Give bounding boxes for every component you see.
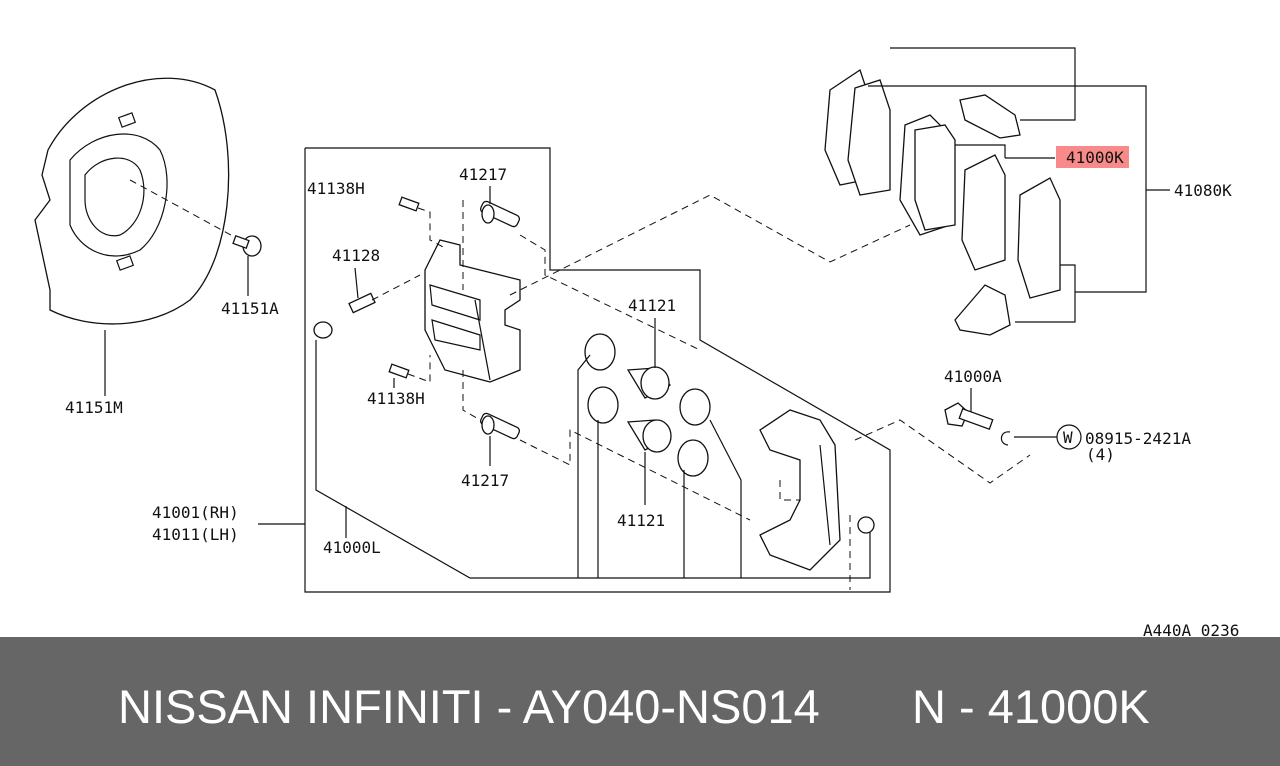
parts-diagram: 41138H 41217 41128 41151A 41151M 41121 4…: [34, 47, 1239, 637]
label-08915-2421a: 08915-2421A: [1085, 429, 1191, 448]
guide-pin-top-part: [480, 200, 520, 228]
pistons-seals-part: [584, 333, 711, 477]
label-41121-bottom: 41121: [617, 511, 665, 530]
label-41151a: 41151A: [221, 299, 279, 318]
highlight-41000k: [1056, 146, 1129, 168]
banner-title: NISSAN INFINITI - AY040-NS014: [118, 680, 820, 733]
label-41151m: 41151M: [65, 398, 123, 417]
brake-pads-part: [824, 68, 1061, 336]
label-41000l: 41000L: [323, 538, 381, 557]
bolt-41151a-part: [232, 235, 262, 257]
diagram-ref-code: A440A 0236: [1143, 621, 1239, 637]
title-banner: NISSAN INFINITI - AY040-NS014 N - 41000K: [0, 637, 1280, 766]
label-41121-top: 41121: [628, 296, 676, 315]
bolt-41000a-part: [944, 402, 994, 431]
washer-symbol-label: W: [1063, 428, 1073, 447]
label-41138h-bottom: 41138H: [367, 389, 425, 408]
label-41000a: 41000A: [944, 367, 1002, 386]
label-quantity: (4): [1086, 445, 1115, 464]
dust-shield-part: [34, 77, 241, 325]
washer-symbol-circle: [1056, 424, 1082, 450]
banner-part-number: N - 41000K: [912, 680, 1150, 733]
guide-pin-bottom-part: [480, 412, 520, 440]
label-41000k[interactable]: 41000K: [1066, 148, 1124, 167]
caliper-body-part: [424, 239, 521, 383]
label-41011-lh: 41011(LH): [152, 525, 239, 544]
label-41080k: 41080K: [1174, 181, 1232, 200]
label-41128: 41128: [332, 246, 380, 265]
label-41001-rh: 41001(RH): [152, 503, 239, 522]
caliper-bracket-part: [759, 409, 841, 571]
label-41217-top: 41217: [459, 165, 507, 184]
label-41138h-top: 41138H: [307, 179, 365, 198]
label-41217-bottom: 41217: [461, 471, 509, 490]
